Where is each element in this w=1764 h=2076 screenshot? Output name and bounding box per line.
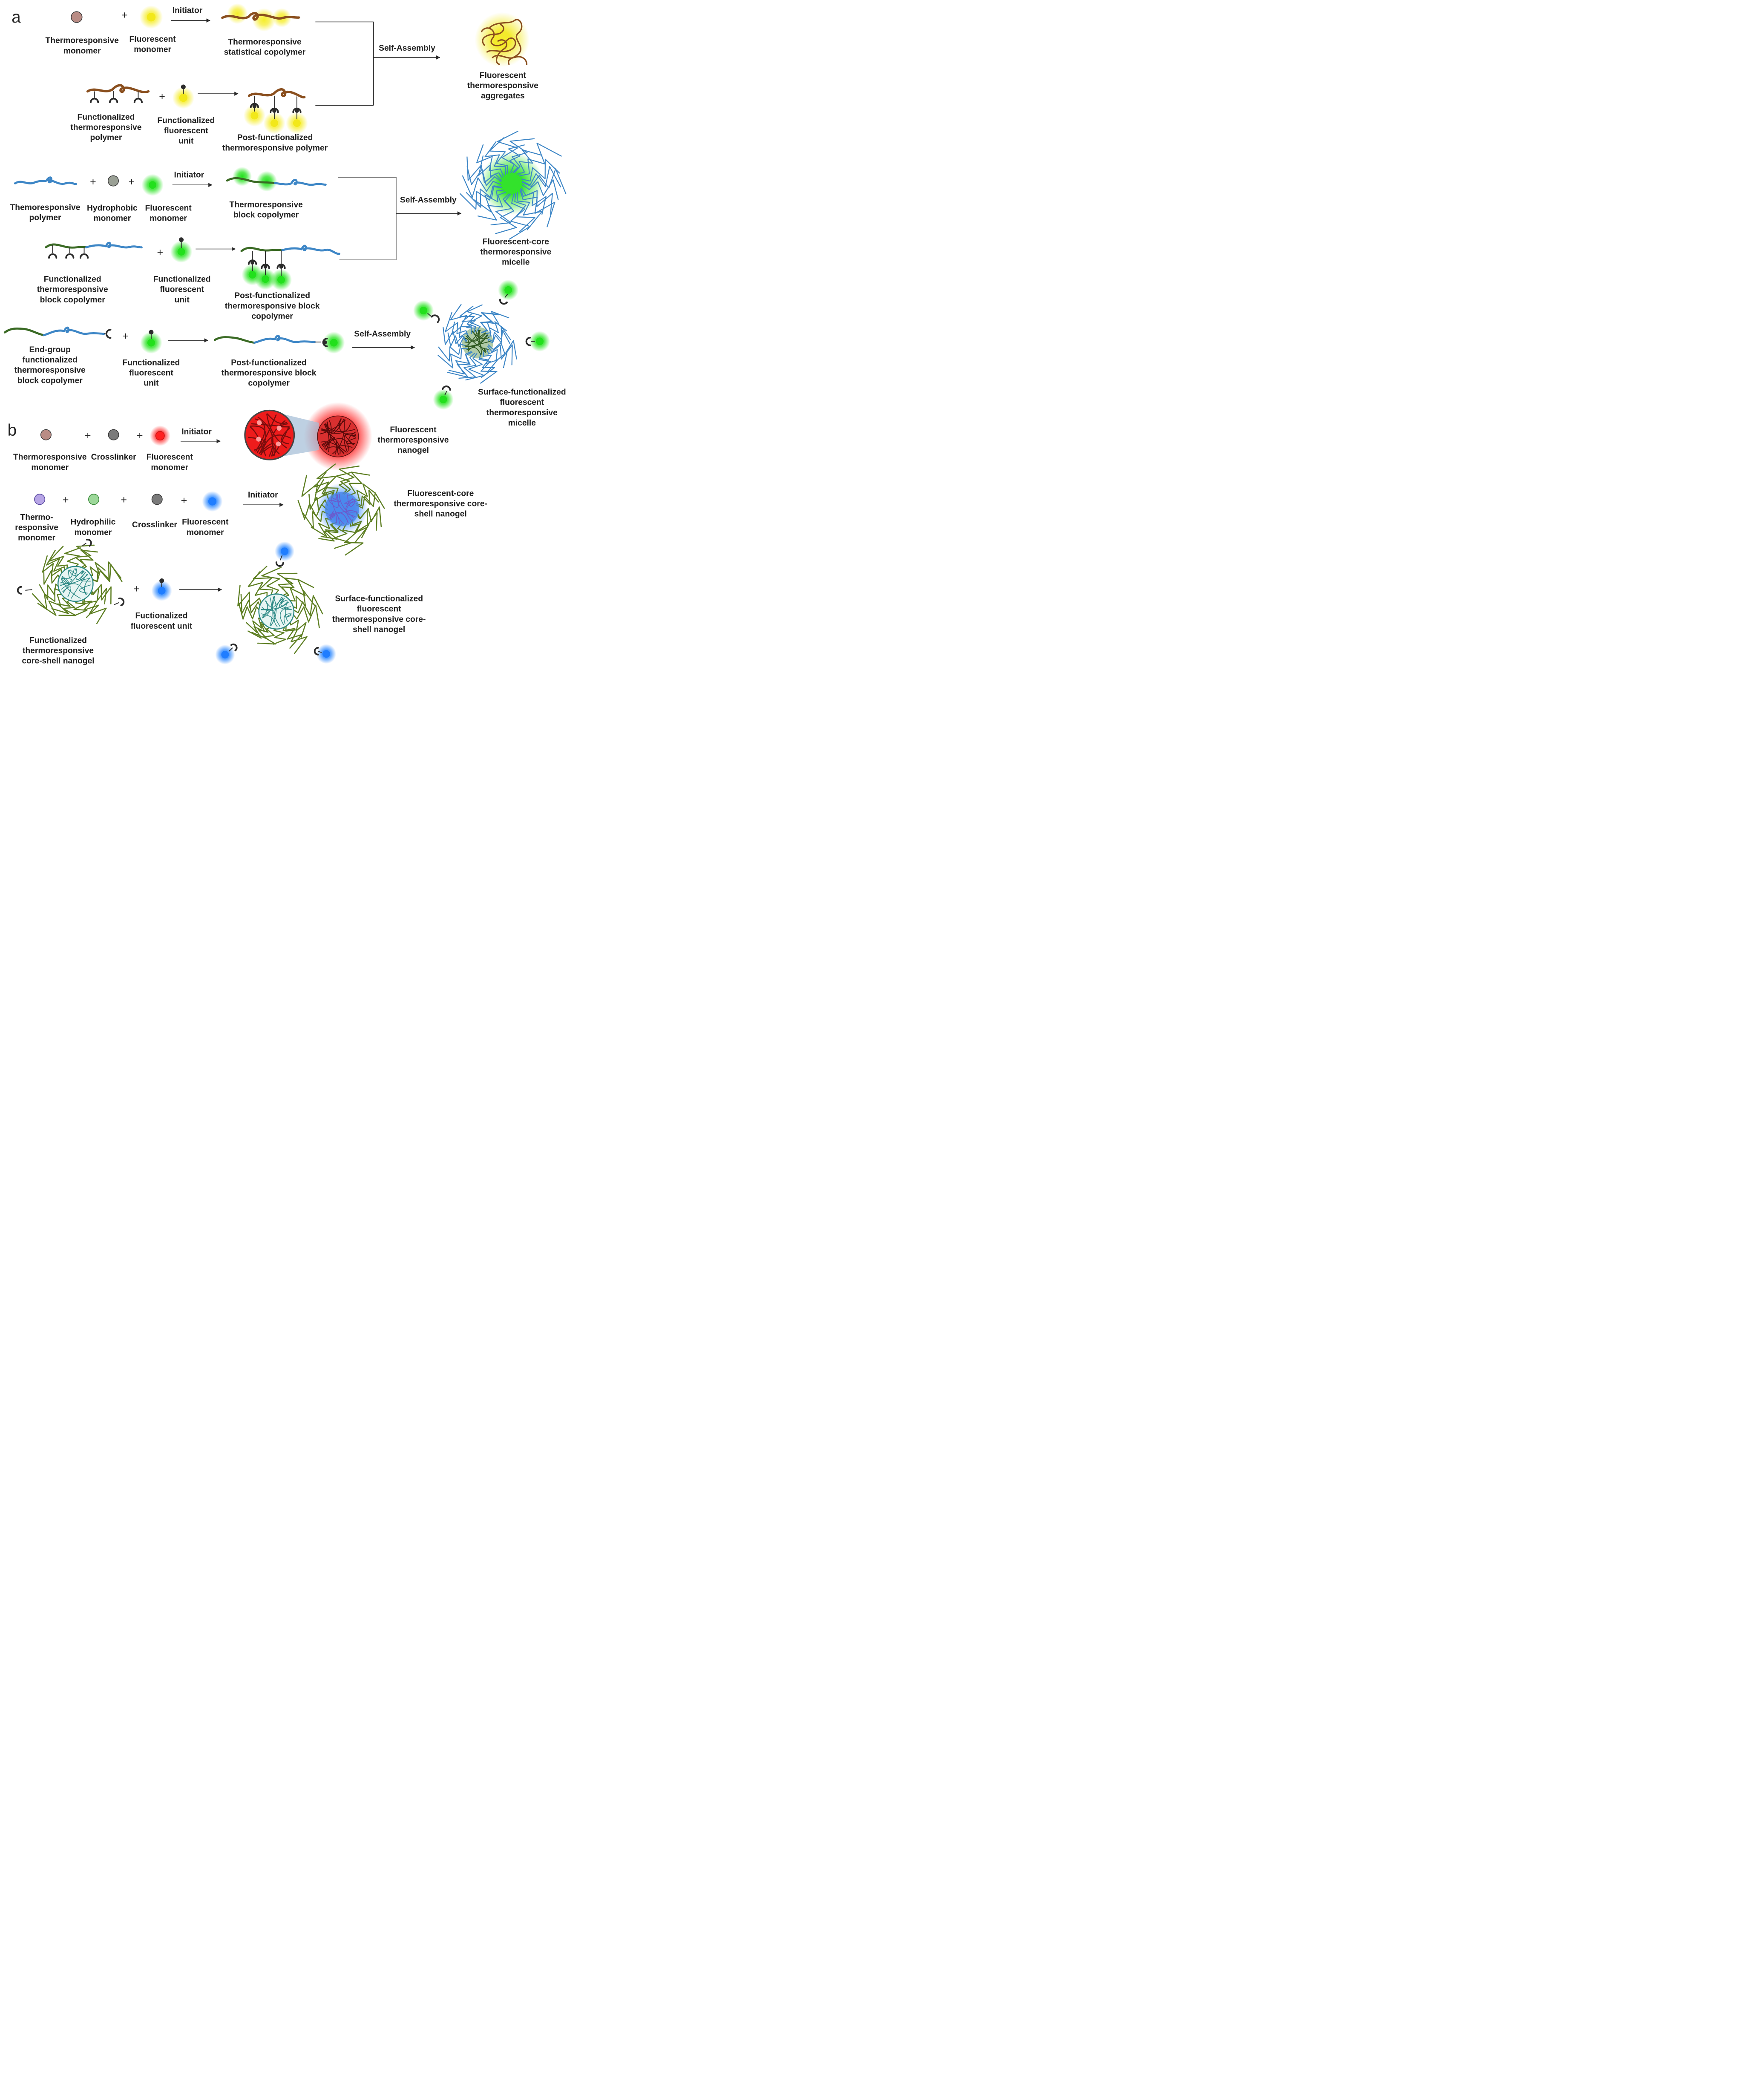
thermoresponsive-monomer-icon bbox=[71, 11, 83, 23]
fluorescent-nanogel-icon bbox=[244, 402, 372, 471]
fluorescent-core-shell-nanogel-icon bbox=[297, 463, 385, 556]
post-functionalized-polymer-chain bbox=[243, 88, 308, 134]
plus-sign: + bbox=[123, 330, 129, 342]
initiator-label: Initiator bbox=[173, 6, 203, 15]
block-copolymer-chain bbox=[226, 167, 327, 192]
functionalized-fluorescent-unit-yellow-icon bbox=[172, 84, 195, 109]
post-functionalized-end-group-chain bbox=[213, 331, 345, 354]
plus-sign: + bbox=[90, 176, 96, 188]
plus-sign: + bbox=[133, 583, 140, 595]
plus-sign: + bbox=[63, 494, 69, 506]
label-crosslinker: Crosslinker bbox=[91, 453, 137, 462]
functionalized-fluorescent-unit-blue-icon bbox=[151, 578, 172, 601]
functionalized-polymer-chain bbox=[86, 84, 150, 104]
plus-sign: + bbox=[157, 247, 163, 259]
functionalized-fluorescent-unit-green-icon bbox=[170, 237, 193, 263]
functionalized-block-copolymer-chain bbox=[45, 242, 143, 259]
fluorescent-core-micelle-icon bbox=[460, 131, 567, 240]
self-assembly-label: Self-Assembly bbox=[400, 196, 457, 204]
fluorescent-monomer-yellow-icon bbox=[139, 5, 163, 29]
plus-sign: + bbox=[159, 90, 165, 102]
self-assembly-label: Self-Assembly bbox=[379, 44, 435, 53]
synthesis-diagram: a b + Initiator + bbox=[3, 3, 567, 666]
hydrophilic-monomer-icon bbox=[88, 494, 100, 505]
panel-label-a: a bbox=[12, 8, 21, 26]
crosslinker-icon bbox=[108, 429, 119, 440]
post-functionalized-block-copolymer-chain bbox=[240, 244, 340, 290]
plus-sign: + bbox=[85, 430, 91, 442]
panel-label-b: b bbox=[8, 421, 17, 440]
fluorescent-aggregates-icon bbox=[475, 12, 529, 67]
fluorescent-monomer-green-icon bbox=[141, 174, 164, 196]
crosslinker-icon bbox=[151, 494, 163, 505]
plus-sign: + bbox=[121, 494, 127, 506]
surface-functionalized-micelle-icon bbox=[413, 279, 550, 410]
hydrophobic-monomer-icon bbox=[107, 175, 119, 187]
plus-sign: + bbox=[137, 430, 143, 442]
initiator-label: Initiator bbox=[174, 171, 204, 180]
figure-stage: a b + Initiator + bbox=[0, 0, 567, 667]
label-crosslinker: Crosslinker bbox=[132, 520, 178, 529]
fluorescent-monomer-red-icon bbox=[150, 425, 170, 446]
initiator-label: Initiator bbox=[181, 428, 212, 437]
plus-sign: + bbox=[181, 495, 187, 506]
functionalized-fluorescent-unit-green-icon bbox=[140, 330, 162, 354]
thermoresponsive-monomer-purple-icon bbox=[34, 494, 46, 505]
end-group-block-copolymer-chain bbox=[3, 326, 112, 339]
plus-sign: + bbox=[129, 176, 135, 188]
self-assembly-label: Self-Assembly bbox=[354, 330, 411, 339]
fluorescent-monomer-blue-icon bbox=[202, 491, 223, 512]
thermoresponsive-monomer-icon bbox=[40, 429, 52, 440]
initiator-label: Initiator bbox=[248, 491, 278, 500]
functionalized-core-shell-nanogel-icon bbox=[17, 538, 125, 624]
surface-functionalized-core-shell-nanogel-icon bbox=[215, 541, 337, 664]
plus-sign: + bbox=[121, 9, 128, 21]
thermoresponsive-polymer-chain bbox=[14, 176, 77, 185]
statistical-copolymer-chain bbox=[221, 3, 300, 32]
